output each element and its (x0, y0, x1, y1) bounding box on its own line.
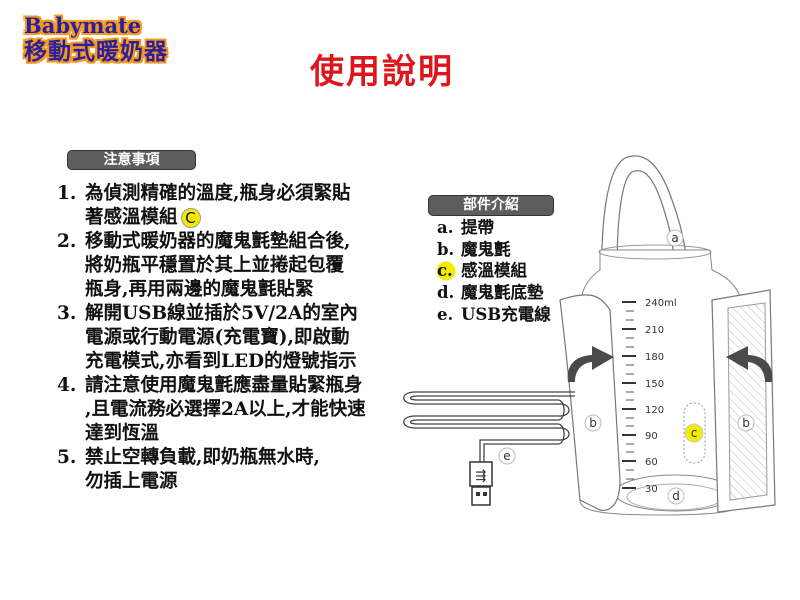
part-label: 提帶 (461, 218, 494, 237)
scale-label: 30 (645, 484, 658, 495)
notes-heading: 注意事項 (67, 150, 196, 170)
velcro-left (559, 294, 621, 511)
note-line: 充電模式,亦看到LED的燈號指示 (85, 351, 357, 372)
volume-scale (622, 301, 636, 489)
usb-cable (403, 391, 575, 470)
part-key: d. (437, 283, 455, 303)
note-line: 瓶身,再用兩邊的魔鬼氈貼緊 (85, 279, 314, 300)
note-line: 勿插上電源 (85, 471, 178, 492)
note-line: 電源或行動電源(充電寶),即啟動 (85, 327, 350, 348)
callout-b: b (742, 416, 750, 430)
callout-b: b (589, 416, 597, 430)
page-title: 使用說明 (310, 52, 454, 92)
scale-label: 120 (645, 405, 664, 416)
note-number: 4. (57, 375, 77, 396)
note-line: 將奶瓶平穩置於其上並捲起包覆 (85, 255, 345, 276)
callout-d: d (672, 489, 680, 503)
note-number: 5. (57, 447, 77, 468)
part-label: USB充電線 (461, 304, 551, 324)
note-number: 2. (57, 231, 77, 252)
parts-list: a. 提帶 b. 魔鬼氈 c.感溫模組 d. 魔鬼氈底墊 e. USB充電線 (437, 217, 551, 326)
note-number: 3. (57, 303, 77, 324)
product-name: 移動式暖奶器 (24, 38, 168, 65)
note-item: 2. 移動式暖奶器的魔鬼氈墊組合後, 將奶瓶平穩置於其上並捲起包覆瓶身,再用兩邊的… (57, 230, 385, 302)
scale-label: 240ml (645, 298, 677, 309)
part-label: 魔鬼氈底墊 (461, 283, 544, 303)
part-item: c.感溫模組 (437, 260, 551, 283)
note-line: 禁止空轉負載,即奶瓶無水時, (85, 447, 320, 468)
arrow-left-icon (726, 346, 773, 382)
callout-c: c (691, 426, 698, 440)
scale-label: 60 (645, 457, 658, 468)
callout-a: a (671, 231, 678, 245)
part-key: c. (437, 260, 461, 283)
note-line: 移動式暖奶器的魔鬼氈墊組合後, (85, 231, 351, 252)
scale-label: 150 (645, 379, 664, 390)
temperature-sensor (683, 402, 706, 464)
note-line: 達到恆溫 (85, 423, 160, 444)
part-key: e. (437, 304, 454, 324)
part-item: d. 魔鬼氈底墊 (437, 282, 551, 304)
note-line: ,且電流務必選擇2A以上,才能快速 (85, 399, 366, 420)
scale-label: 180 (645, 352, 664, 363)
scale-label: 210 (645, 325, 664, 336)
parts-heading: 部件介紹 (428, 195, 554, 216)
part-label: 魔鬼氈 (461, 239, 511, 259)
part-item: b. 魔鬼氈 (437, 239, 551, 261)
brand-logo: Babymate 移動式暖奶器 (24, 14, 168, 66)
part-item: a. 提帶 (437, 217, 551, 239)
brand-name: Babymate (24, 13, 142, 38)
note-line: 解開USB線並插於5V/2A的室內 (85, 303, 358, 324)
note-number: 1. (57, 183, 77, 204)
part-key: b. (437, 239, 455, 259)
note-item: 3. 解開USB線並插於5V/2A的室內電源或行動電源(充電寶),即啟動充電模式… (57, 302, 385, 374)
usb-plug-icon: ⇶ (469, 461, 493, 506)
note-item: 4. 請注意使用魔鬼氈應盡量貼緊瓶身 ,且電流務必選擇2A以上,才能快速達到恆溫 (57, 374, 385, 446)
note-line: 為偵測精確的溫度,瓶身必須緊貼 (85, 183, 351, 204)
arrow-right-icon (567, 346, 614, 382)
part-key: a. (437, 218, 454, 237)
svg-text:⇶: ⇶ (476, 469, 487, 484)
note-line: 著感溫模組 (85, 207, 178, 228)
sensor-marker-icon: C (180, 208, 201, 228)
part-label: 感溫模組 (461, 261, 527, 281)
part-item: e. USB充電線 (437, 304, 551, 326)
callout-e: e (503, 449, 510, 463)
note-item: 5. 禁止空轉負載,即奶瓶無水時, 勿插上電源 (57, 446, 385, 494)
note-line: 請注意使用魔鬼氈應盡量貼緊瓶身 (85, 375, 363, 396)
scale-label: 90 (645, 431, 658, 442)
